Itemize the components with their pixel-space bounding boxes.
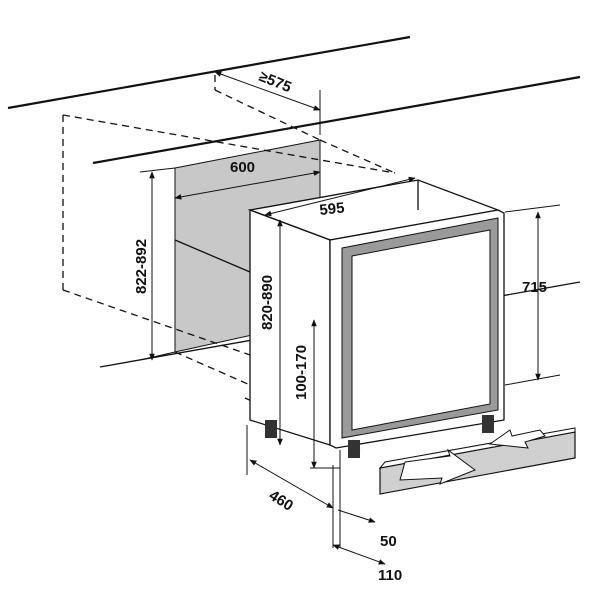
- dim-niche-height: [139, 167, 176, 361]
- airflow-out-arrow-icon: [399, 448, 477, 485]
- label-appliance-height: 820-890: [259, 275, 276, 330]
- dim-niche-width: [174, 170, 321, 200]
- dim-door-offset: [337, 450, 376, 548]
- label-appliance-depth: 460: [266, 487, 296, 515]
- label-niche-width: 600: [230, 159, 255, 176]
- appliance-feet: [265, 415, 494, 458]
- dim-plinth-offset: [332, 544, 386, 565]
- dim-appliance-depth: [246, 425, 334, 548]
- dim-door-height: [504, 204, 561, 386]
- label-niche-depth: ≥575: [257, 68, 294, 96]
- label-niche-height: 822-892: [133, 239, 150, 294]
- dim-niche-depth: [214, 71, 321, 135]
- appliance-door[interactable]: [329, 209, 505, 449]
- label-appliance-width: 595: [319, 199, 346, 219]
- dim-appliance-width: [264, 176, 416, 217]
- plinth: [378, 427, 576, 495]
- label-plinth-height: 100-170: [293, 345, 310, 400]
- label-door-offset: 50: [380, 533, 397, 550]
- label-plinth-offset: 110: [378, 567, 402, 584]
- label-door-height: 715: [522, 279, 547, 296]
- airflow-in-arrow-icon: [488, 429, 546, 449]
